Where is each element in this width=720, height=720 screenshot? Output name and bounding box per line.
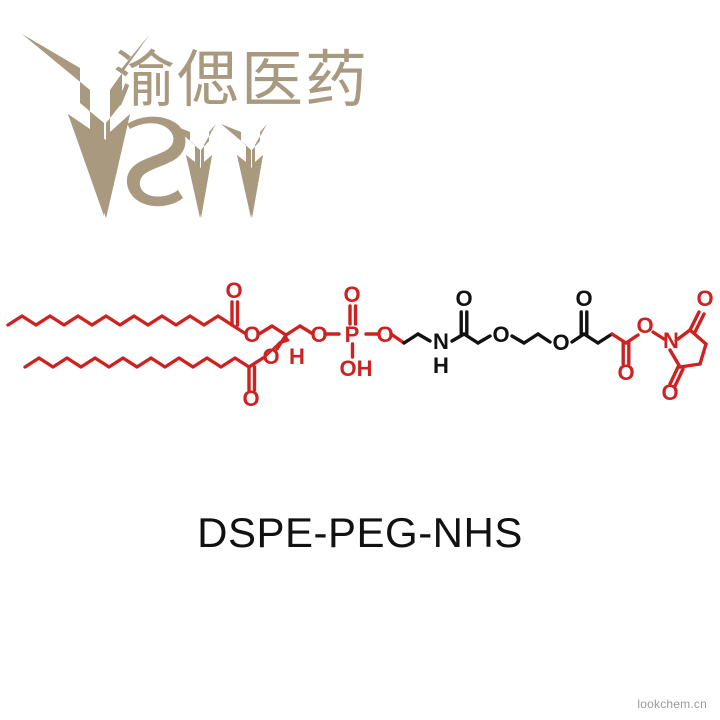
atom-label-o: O (243, 322, 260, 347)
source-watermark: lookchem.cn (637, 697, 707, 711)
chemical-structure-diagram: O O O O H O P O OH O O O N (6, 278, 714, 411)
acyl-chain-lower (23, 356, 251, 369)
atom-label-o: O (575, 286, 592, 311)
ethanolamine-linker (389, 332, 406, 345)
ester-carbonyl-upper (230, 300, 248, 336)
atom-label-o: O (343, 282, 360, 307)
acyl-chain-upper (6, 314, 234, 327)
atom-label-o: O (225, 278, 242, 303)
atom-label-o: O (242, 386, 259, 411)
succinate-linker (610, 332, 640, 366)
atom-label-o: O (262, 344, 279, 369)
atom-label-p: P (345, 322, 360, 347)
glycerol-backbone (257, 324, 315, 351)
atom-label-o: O (696, 286, 713, 311)
logo-mark-icon (22, 34, 267, 218)
ethanolamine-linker-black (402, 332, 432, 345)
atom-label-h-amide: H (433, 353, 449, 378)
phosphate-group (323, 304, 380, 359)
company-logo: 渝偲医药 (0, 0, 420, 235)
atom-label-o: O (310, 322, 327, 347)
atom-label-n: N (663, 328, 679, 353)
stereo-wedge-head (281, 335, 290, 344)
nhs-ester-ring (651, 310, 708, 388)
atom-label-n-amide: N (433, 329, 449, 354)
atom-label-o: O (617, 360, 634, 385)
atom-label-oh: OH (340, 356, 373, 381)
ester-carbonyl-lower (247, 356, 265, 392)
logo-chinese-name: 渝偲医药 (113, 43, 370, 116)
stereo-hash-bond (265, 340, 282, 357)
compound-name-caption: DSPE-PEG-NHS (197, 509, 523, 556)
atom-label-o: O (636, 313, 653, 338)
peg-spacer (450, 310, 614, 345)
atom-label-o: O (492, 322, 509, 347)
atom-label-o: O (376, 322, 393, 347)
atom-label-o: O (552, 330, 569, 355)
atom-label-o: O (661, 380, 678, 405)
atom-label-h-stereo: H (289, 344, 305, 369)
atom-label-o: O (455, 286, 472, 311)
